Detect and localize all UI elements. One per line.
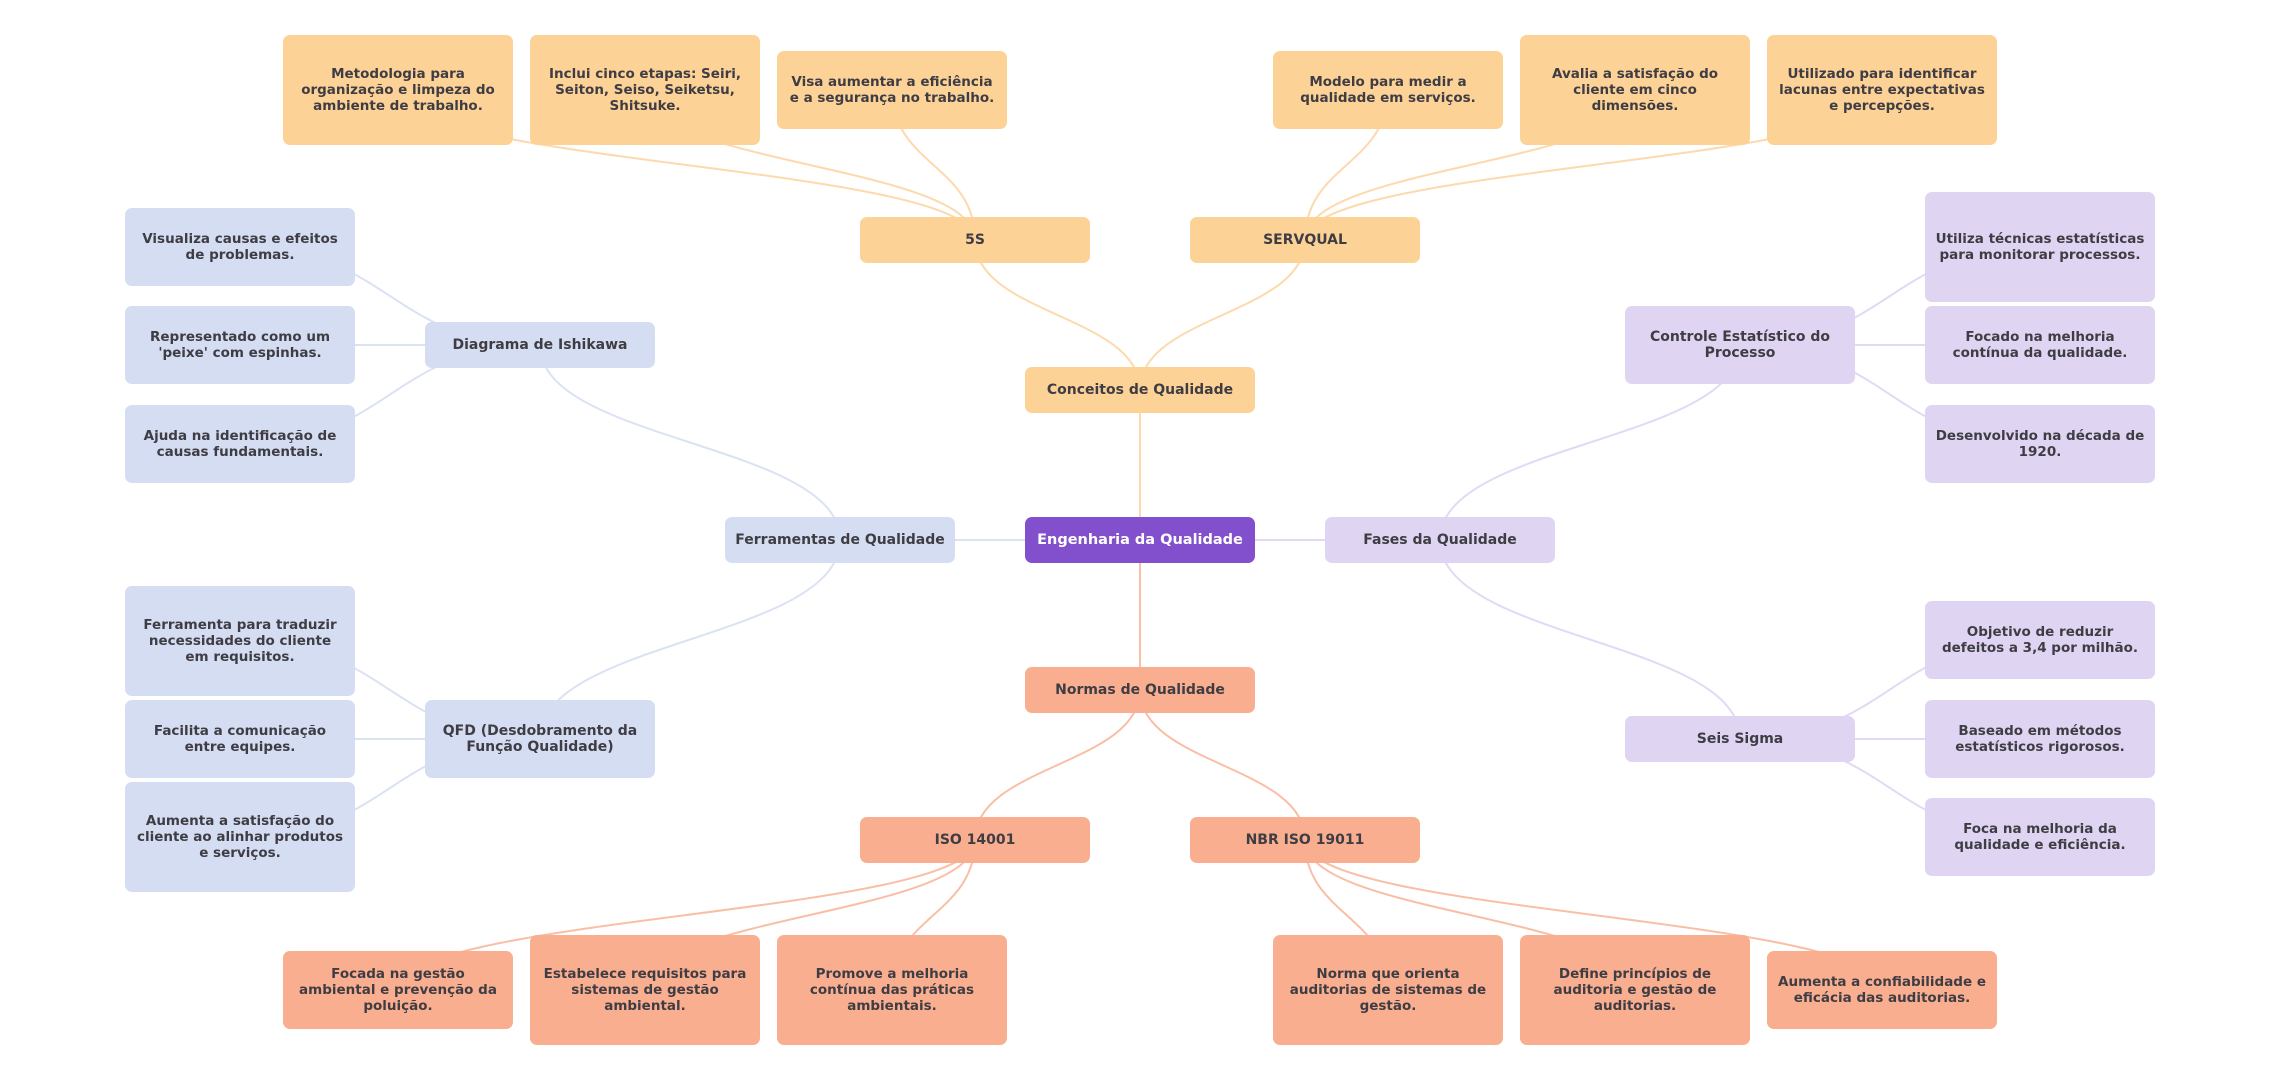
node-label: Aumenta a confiabilidade e eficácia das … xyxy=(1778,974,1986,1006)
leaf-node[interactable]: Desenvolvido na década de 1920. xyxy=(1925,405,2155,483)
subtopic-node-servqual[interactable]: SERVQUAL xyxy=(1190,217,1420,263)
subtopic-node-5s[interactable]: 5S xyxy=(860,217,1090,263)
node-label: Conceitos de Qualidade xyxy=(1046,382,1234,398)
leaf-node[interactable]: Promove a melhoria contínua das práticas… xyxy=(777,935,1007,1045)
node-label: Facilita a comunicação entre equipes. xyxy=(153,723,327,755)
subtopic-node-seis-sigma[interactable]: Seis Sigma xyxy=(1625,716,1855,762)
leaf-node[interactable]: Focada na gestão ambiental e prevenção d… xyxy=(283,951,513,1029)
node-label: ISO 14001 xyxy=(934,832,1016,848)
node-label: Ajuda na identificação de causas fundame… xyxy=(143,428,337,460)
leaf-node[interactable]: Modelo para medir a qualidade em serviço… xyxy=(1273,51,1503,129)
leaf-node[interactable]: Representado como um 'peixe' com espinha… xyxy=(125,306,355,384)
node-label: Diagrama de Ishikawa xyxy=(452,337,628,353)
node-label: Avalia a satisfação do cliente em cinco … xyxy=(1551,66,1719,114)
node-label: Representado como um 'peixe' com espinha… xyxy=(149,329,331,361)
node-label: Focado na melhoria contínua da qualidade… xyxy=(1952,329,2128,361)
subtopic-node-qfd[interactable]: QFD (Desdobramento da Função Qualidade) xyxy=(425,700,655,778)
edge-normas-nbr19011 xyxy=(1139,689,1306,841)
leaf-node[interactable]: Norma que orienta auditorias de sistemas… xyxy=(1273,935,1503,1045)
node-label: Objetivo de reduzir defeitos a 3,4 por m… xyxy=(1941,624,2139,656)
leaf-node[interactable]: Aumenta a satisfação do cliente ao alinh… xyxy=(125,782,355,892)
branch-node-ferramentas[interactable]: Ferramentas de Qualidade xyxy=(725,517,955,563)
node-label: 5S xyxy=(965,232,985,248)
subtopic-node-ishikawa[interactable]: Diagrama de Ishikawa xyxy=(425,322,655,368)
leaf-node[interactable]: Avalia a satisfação do cliente em cinco … xyxy=(1520,35,1750,145)
node-label: Estabelece requisitos para sistemas de g… xyxy=(543,966,747,1014)
edge-ferramentas-ishikawa xyxy=(539,344,841,541)
leaf-node[interactable]: Objetivo de reduzir defeitos a 3,4 por m… xyxy=(1925,601,2155,679)
leaf-node[interactable]: Ajuda na identificação de causas fundame… xyxy=(125,405,355,483)
leaf-node[interactable]: Utilizado para identificar lacunas entre… xyxy=(1767,35,1997,145)
branch-node-fases[interactable]: Fases da Qualidade xyxy=(1325,517,1555,563)
leaf-node[interactable]: Foca na melhoria da qualidade e eficiênc… xyxy=(1925,798,2155,876)
node-label: Desenvolvido na década de 1920. xyxy=(1935,428,2145,460)
leaf-node[interactable]: Baseado em métodos estatísticos rigoroso… xyxy=(1925,700,2155,778)
node-label: Baseado em métodos estatísticos rigoroso… xyxy=(1955,723,2125,755)
node-label: Ferramenta para traduzir necessidades do… xyxy=(143,617,337,665)
node-label: Promove a melhoria contínua das práticas… xyxy=(809,966,975,1014)
leaf-node[interactable]: Define princípios de auditoria e gestão … xyxy=(1520,935,1750,1045)
leaf-node[interactable]: Inclui cinco etapas: Seiri, Seiton, Seis… xyxy=(530,35,760,145)
leaf-node[interactable]: Visa aumentar a eficiência e a segurança… xyxy=(777,51,1007,129)
leaf-node[interactable]: Visualiza causas e efeitos de problemas. xyxy=(125,208,355,286)
edge-normas-iso14001 xyxy=(974,689,1141,841)
leaf-node[interactable]: Focado na melhoria contínua da qualidade… xyxy=(1925,306,2155,384)
node-label: Foca na melhoria da qualidade e eficiênc… xyxy=(1954,821,2126,853)
edge-conceitos-servqual xyxy=(1139,239,1306,391)
branch-node-conceitos[interactable]: Conceitos de Qualidade xyxy=(1025,367,1255,413)
node-label: Seis Sigma xyxy=(1696,731,1784,747)
node-label: Fases da Qualidade xyxy=(1363,532,1517,548)
node-label: QFD (Desdobramento da Função Qualidade) xyxy=(442,723,638,755)
node-label: Utilizado para identificar lacunas entre… xyxy=(1779,66,1985,114)
node-label: Define princípios de auditoria e gestão … xyxy=(1553,966,1717,1014)
node-label: Metodologia para organização e limpeza d… xyxy=(301,66,495,114)
node-label: Utiliza técnicas estatísticas para monit… xyxy=(1935,231,2145,263)
node-label: Normas de Qualidade xyxy=(1055,682,1225,698)
subtopic-node-iso-14001[interactable]: ISO 14001 xyxy=(860,817,1090,863)
leaf-node[interactable]: Facilita a comunicação entre equipes. xyxy=(125,700,355,778)
node-label: Norma que orienta auditorias de sistemas… xyxy=(1289,966,1487,1014)
node-label: Ferramentas de Qualidade xyxy=(735,532,945,548)
node-label: Engenharia da Qualidade xyxy=(1037,532,1243,548)
leaf-node[interactable]: Ferramenta para traduzir necessidades do… xyxy=(125,586,355,696)
node-label: Controle Estatístico do Processo xyxy=(1649,329,1831,361)
root-node[interactable]: Engenharia da Qualidade xyxy=(1025,517,1255,563)
node-label: SERVQUAL xyxy=(1263,232,1347,248)
node-label: Focada na gestão ambiental e prevenção d… xyxy=(299,966,497,1014)
leaf-node[interactable]: Aumenta a confiabilidade e eficácia das … xyxy=(1767,951,1997,1029)
subtopic-node-cep[interactable]: Controle Estatístico do Processo xyxy=(1625,306,1855,384)
subtopic-node-nbr-iso-19011[interactable]: NBR ISO 19011 xyxy=(1190,817,1420,863)
branch-node-normas[interactable]: Normas de Qualidade xyxy=(1025,667,1255,713)
leaf-node[interactable]: Metodologia para organização e limpeza d… xyxy=(283,35,513,145)
node-label: Visa aumentar a eficiência e a segurança… xyxy=(789,74,995,106)
leaf-node[interactable]: Estabelece requisitos para sistemas de g… xyxy=(530,935,760,1045)
edge-conceitos-5s xyxy=(974,239,1141,391)
node-label: Visualiza causas e efeitos de problemas. xyxy=(142,231,338,263)
node-label: Inclui cinco etapas: Seiri, Seiton, Seis… xyxy=(549,66,741,114)
node-label: NBR ISO 19011 xyxy=(1245,832,1365,848)
node-label: Modelo para medir a qualidade em serviço… xyxy=(1300,74,1476,106)
node-label: Aumenta a satisfação do cliente ao alinh… xyxy=(136,813,344,861)
leaf-node[interactable]: Utiliza técnicas estatísticas para monit… xyxy=(1925,192,2155,302)
edge-fases-seis xyxy=(1439,539,1741,740)
